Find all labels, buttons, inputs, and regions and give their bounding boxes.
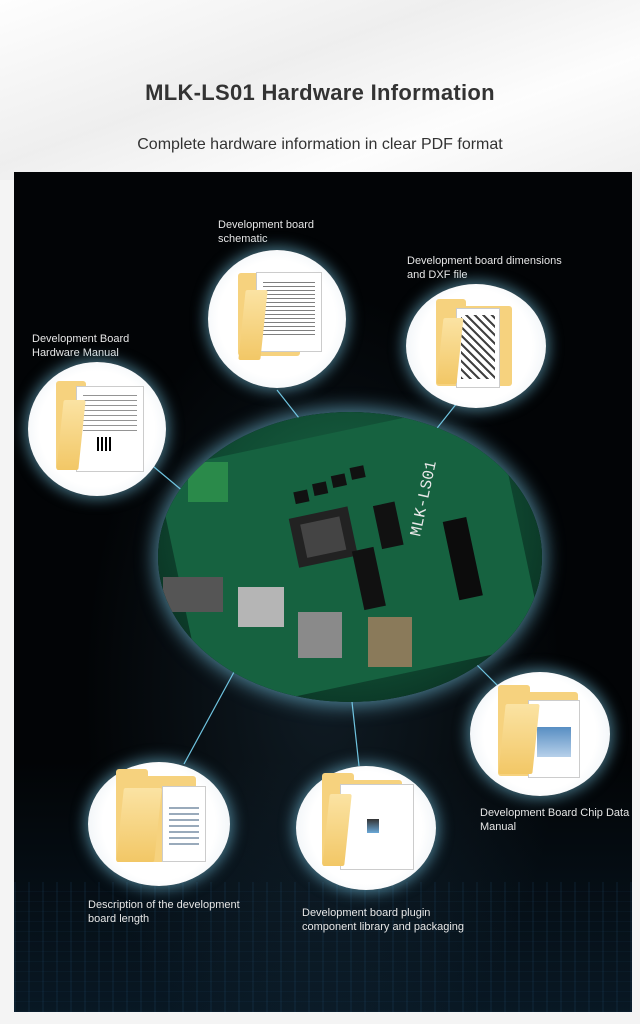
label-plugin-library: Development board plugin component libra… xyxy=(302,907,465,933)
hardware-info-panel: MLK-LS01 Development board schematic Dev… xyxy=(14,172,632,1012)
circuit-board-image: MLK-LS01 xyxy=(158,412,542,702)
chip-manual-folder-node[interactable] xyxy=(470,672,610,796)
plugin-doc-preview xyxy=(340,784,414,870)
label-hardware-manual: Development Board Hardware Manual xyxy=(32,333,130,359)
label-schematic: Development board schematic xyxy=(218,219,315,245)
dxf-doc-preview xyxy=(456,308,500,388)
label-dimensions: Development board dimensions and DXF fil… xyxy=(407,255,562,281)
dimensions-folder-node[interactable] xyxy=(406,284,546,408)
label-chip-manual: Development Board Chip Data Manual xyxy=(480,807,630,833)
manual-doc-preview xyxy=(76,386,144,472)
page-subtitle: Complete hardware information in clear P… xyxy=(137,136,503,153)
schematic-folder-node[interactable] xyxy=(208,250,346,388)
header-background xyxy=(0,0,640,180)
schematic-doc-preview xyxy=(256,272,322,352)
circuit-background xyxy=(14,882,632,1012)
page-title: MLK-LS01 Hardware Information xyxy=(145,80,495,105)
label-length-desc: Description of the development board len… xyxy=(88,899,240,925)
plugin-library-folder-node[interactable] xyxy=(296,766,436,890)
length-desc-folder-node[interactable] xyxy=(88,762,230,886)
length-doc-preview xyxy=(162,786,206,862)
hardware-manual-folder-node[interactable] xyxy=(28,362,166,496)
